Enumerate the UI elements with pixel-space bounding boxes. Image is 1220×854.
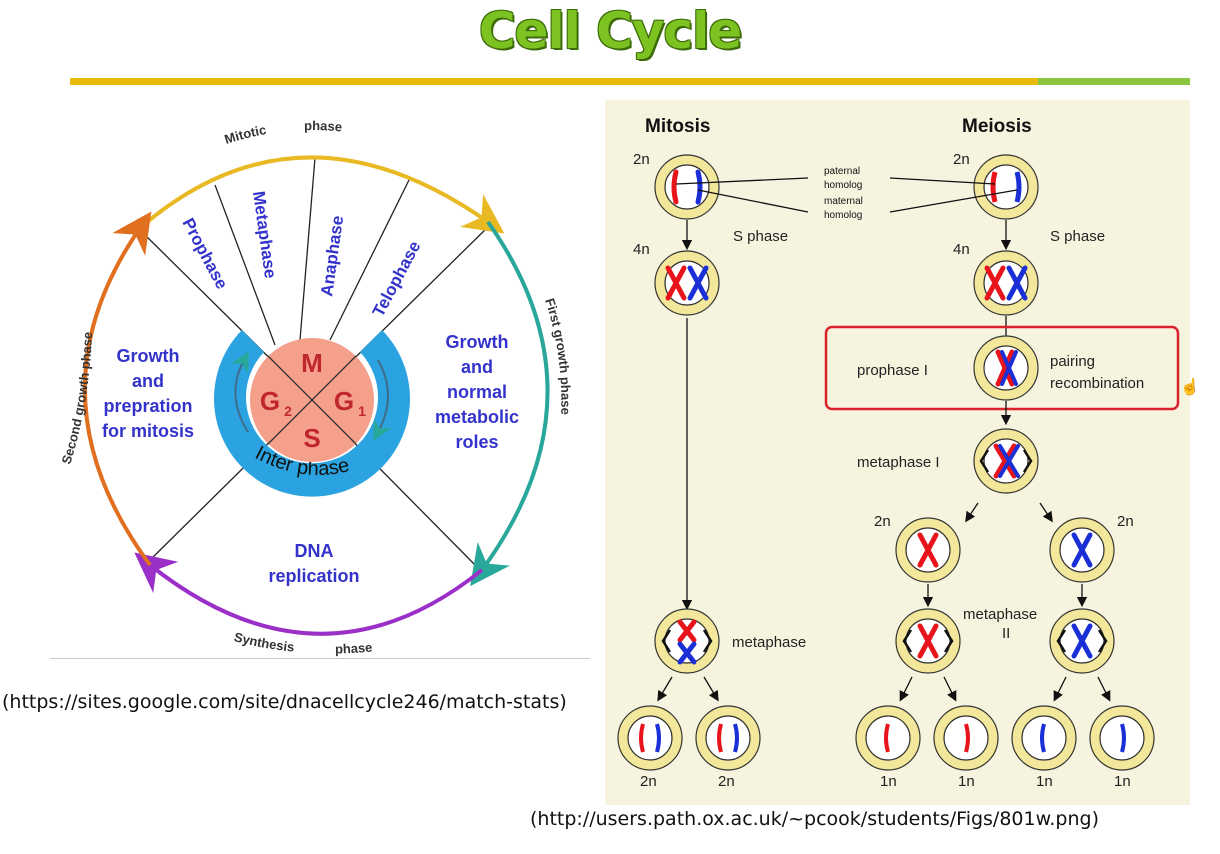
metaphase-ii-label-1: metaphase (963, 606, 1037, 623)
page-title: Cell Cycle (478, 2, 742, 60)
right-image-source-caption: (http://users.path.ox.ac.uk/~pcook/stude… (530, 808, 1100, 830)
left-divider-line (50, 658, 590, 659)
g1-text-line4: metabolic (435, 407, 519, 427)
homolog-label-3: maternal (824, 196, 863, 207)
prophase-i-highlight-box (824, 325, 1180, 411)
center-g1-sub: 1 (358, 403, 366, 419)
recombination-label: recombination (1050, 375, 1144, 392)
mitosis-daughter-left (617, 705, 683, 771)
dna-text-line1: DNA (295, 541, 334, 561)
interphase-ring (213, 330, 410, 497)
meiosis-daughter-3-1n: 1n (1036, 773, 1053, 790)
center-g2: G (260, 386, 280, 416)
meiosis-2n-label: 2n (953, 151, 970, 168)
title-underline-green (1038, 78, 1190, 85)
g1-text-line3: normal (447, 382, 507, 402)
mitosis-title: Mitosis (645, 116, 710, 137)
meiosis-s-phase-label: S phase (1050, 228, 1105, 245)
mitosis-daughter-right-2n: 2n (718, 773, 735, 790)
second-growth-arc (83, 211, 152, 567)
center-g2-sub: 2 (284, 403, 292, 419)
meiosis-2n-left-label: 2n (874, 513, 891, 530)
synthesis-arc (134, 552, 484, 636)
meiosis-cell-2n (973, 154, 1039, 220)
mitosis-4n-label: 4n (633, 241, 650, 258)
mitotic-phase-arc (138, 155, 505, 234)
metaphase-ii-label-2: II (1002, 625, 1010, 642)
center-g1: G (334, 386, 354, 416)
interphase-arrow-left (230, 351, 249, 433)
center-m: M (301, 348, 323, 378)
first-growth-arc (470, 220, 550, 587)
homolog-label-2: homolog (824, 180, 862, 191)
pairing-label: pairing (1050, 353, 1095, 370)
meiosis-panel-background (605, 100, 1190, 805)
g2-text-line2: and (132, 371, 164, 391)
mitotic-phase-label: phase (304, 118, 343, 135)
meiosis-daughter-2-1n: 1n (958, 773, 975, 790)
mitosis-s-phase-label: S phase (733, 228, 788, 245)
interphase-arrow-right (373, 359, 392, 441)
g2-text-line4: for mitosis (102, 421, 194, 441)
center-s: S (303, 423, 320, 453)
left-image-source-caption: (https://sites.google.com/site/dnacellcy… (2, 691, 567, 713)
mitosis-cell-2n (654, 154, 720, 220)
meiosis-4n-label: 4n (953, 241, 970, 258)
mitosis-cell-4n (654, 250, 720, 316)
g1-text-line2: and (461, 357, 493, 377)
g1-text-line1: Growth (446, 332, 509, 352)
dna-text-line2: replication (268, 566, 359, 586)
metaphase-i-label: metaphase I (857, 454, 940, 471)
g2-text-line3: prepration (103, 396, 192, 416)
synthesis-phase-label: phase (335, 640, 373, 657)
mitosis-metaphase-label: metaphase (732, 634, 806, 651)
homolog-label-1: paternal (824, 166, 860, 177)
prophase-i-label: prophase I (857, 362, 928, 379)
mitosis-daughter-right (695, 705, 761, 771)
mitosis-cell-metaphase (654, 608, 720, 674)
g2-text-line1: Growth (117, 346, 180, 366)
meiosis-daughter-4-1n: 1n (1114, 773, 1131, 790)
hand-cursor-icon: ☝ (1180, 377, 1200, 396)
meiosis-cell-4n (973, 250, 1039, 316)
mitosis-2n-label: 2n (633, 151, 650, 168)
g1-text-line5: roles (455, 432, 498, 452)
meiosis-daughter-1-1n: 1n (880, 773, 897, 790)
mitosis-daughter-left-2n: 2n (640, 773, 657, 790)
meiosis-title: Meiosis (962, 116, 1032, 137)
homolog-label-4: homolog (824, 210, 862, 221)
title-underline-yellow (70, 78, 1038, 85)
meiosis-2n-right-label: 2n (1117, 513, 1134, 530)
